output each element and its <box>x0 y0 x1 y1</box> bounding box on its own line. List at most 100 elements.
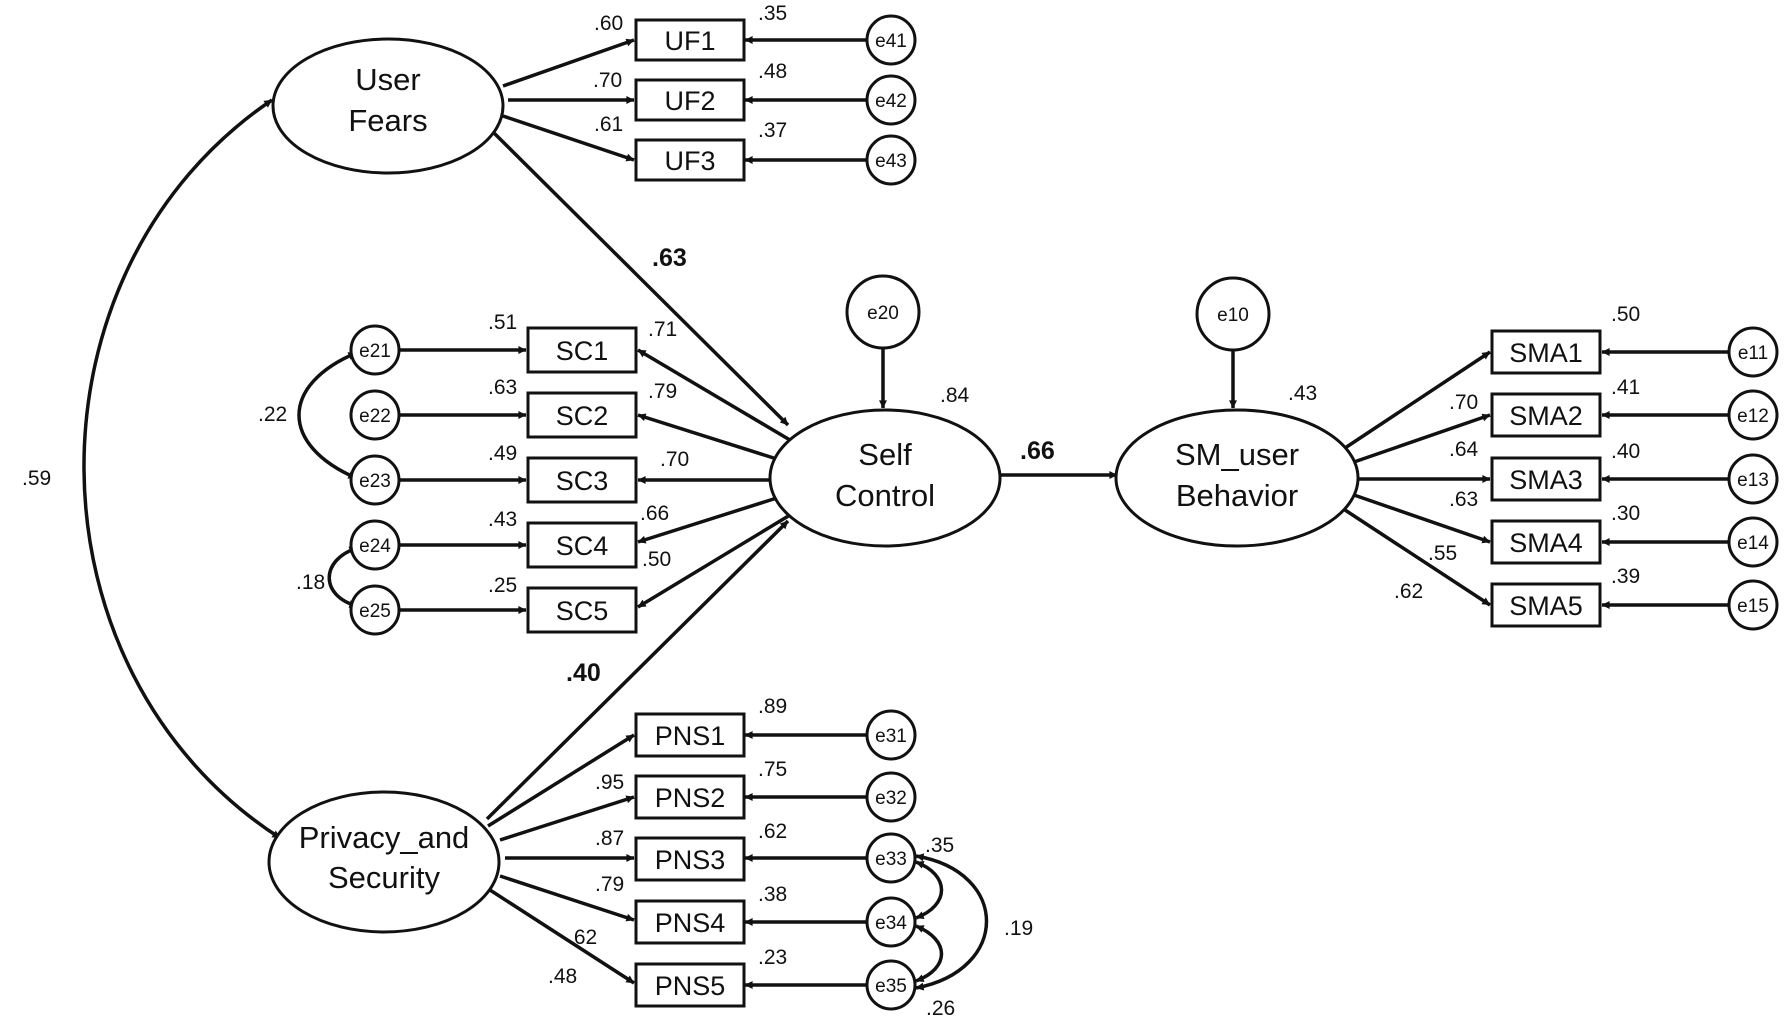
path-sm-to-sma1 <box>1344 350 1491 450</box>
latent-label-line2: Behavior <box>1176 478 1298 513</box>
error-e32: e32 <box>865 771 917 823</box>
error-label: e43 <box>875 151 907 172</box>
coef-r2-self-control: .84 <box>940 384 970 407</box>
path-pns-to-pns5 <box>489 888 635 985</box>
coefficient-labels: .63 .40 .66 .59 .84 .43 .22 .18 .35 .19 … <box>22 2 1640 1020</box>
coef-r2-sma5: .39 <box>1611 565 1640 588</box>
error-label: e21 <box>359 341 391 362</box>
coef-load-uf2: .70 <box>593 69 622 92</box>
coef-cov-e34-e35: .26 <box>926 997 955 1020</box>
error-label: e11 <box>1738 343 1768 364</box>
error-label: e23 <box>359 471 391 492</box>
coef-load-pns3: .87 <box>595 827 624 850</box>
coef-r2-sma1: .50 <box>1611 303 1640 326</box>
coef-r2-sc1: .51 <box>488 311 517 334</box>
indicator-sc5: SC5 <box>526 586 638 634</box>
coef-load-sma3: .64 <box>1449 438 1479 461</box>
error-e21: e21 <box>349 324 401 376</box>
path-sc-to-sc2 <box>637 413 781 462</box>
indicator-sma5: SMA5 <box>1490 582 1602 628</box>
error-e43: e43 <box>865 134 917 186</box>
indicator-label: PNS1 <box>655 721 726 751</box>
error-terms: e41 e42 e43 e20 e10 e21 e22 e23 e24 e25 … <box>349 14 1779 1011</box>
error-e23: e23 <box>349 454 401 506</box>
indicator-label: SMA2 <box>1509 401 1583 431</box>
cov-e21-e23 <box>297 351 357 480</box>
indicator-label: SC4 <box>556 531 609 561</box>
coef-load-sc1: .71 <box>648 318 677 341</box>
coef-sc-sm: .66 <box>1020 437 1055 465</box>
cov-e33-e34 <box>915 860 944 920</box>
latent-privacy-and-security: Privacy_and Security <box>267 790 501 934</box>
coef-r2-sma3: .40 <box>1611 440 1640 463</box>
coef-r2-uf1: .35 <box>758 2 787 25</box>
indicator-pns1: PNS1 <box>634 712 746 758</box>
coef-load-uf3: .61 <box>594 113 623 136</box>
indicator-sc4: SC4 <box>526 521 638 569</box>
latent-self-control: Self Control <box>768 408 1002 548</box>
path-sc-to-sc5 <box>637 510 796 609</box>
coef-load-pns5: .62 <box>568 926 597 949</box>
indicator-uf2: UF2 <box>634 78 746 122</box>
paths <box>82 36 1729 991</box>
indicator-pns4: PNS4 <box>634 899 746 945</box>
indicator-label: PNS2 <box>655 783 726 813</box>
path-pns-to-sc <box>485 519 790 821</box>
error-e42: e42 <box>865 74 917 126</box>
path-uf-to-uf3 <box>502 114 635 162</box>
latent-user-fears: User Fears <box>271 37 505 175</box>
coef-load-sc4: .66 <box>640 502 669 525</box>
error-e13: e13 <box>1727 453 1779 505</box>
latent-label-line2: Control <box>835 478 935 513</box>
error-label: e10 <box>1217 305 1249 326</box>
latent-sm-user-behavior: SM_user Behavior <box>1114 408 1360 548</box>
error-label: e13 <box>1737 470 1769 491</box>
coef-pns-sc: .40 <box>566 659 601 687</box>
indicator-label: SMA4 <box>1509 528 1583 558</box>
indicator-uf1: UF1 <box>634 18 746 62</box>
path-sc-to-sc4 <box>637 495 781 544</box>
coef-r2-sc2: .63 <box>488 376 517 399</box>
coef-load-sc5: .50 <box>642 548 671 571</box>
error-label: e15 <box>1737 596 1769 617</box>
error-e20: e20 <box>845 274 921 350</box>
coef-load-uf1: .60 <box>594 12 623 35</box>
coef-r2-sc5: .25 <box>488 574 517 597</box>
indicator-label: SMA5 <box>1509 591 1583 621</box>
indicator-label: PNS5 <box>655 971 726 1001</box>
error-e33: e33 <box>865 832 917 884</box>
error-e35: e35 <box>865 959 917 1011</box>
coef-r2-sma4: .30 <box>1611 502 1640 525</box>
error-label: e14 <box>1737 533 1769 554</box>
coef-load-sma5: .62 <box>1394 580 1423 603</box>
latent-label-line2: Security <box>328 860 440 895</box>
indicator-pns5: PNS5 <box>634 962 746 1008</box>
coef-uf-pns-covariance: .59 <box>22 467 51 490</box>
error-e15: e15 <box>1727 579 1779 631</box>
coef-load-sma4: .63 <box>1449 488 1478 511</box>
indicators: UF1 UF2 UF3 SC1 SC2 SC3 SC4 SC5 SMA1 SMA… <box>526 18 1602 1008</box>
error-label: e33 <box>875 849 907 870</box>
error-label: e31 <box>875 726 907 747</box>
path-sm-to-sma2 <box>1353 413 1491 464</box>
indicator-sma4: SMA4 <box>1490 519 1602 565</box>
latent-label-line1: Privacy_and <box>299 820 470 855</box>
coef-r2-uf2: .48 <box>758 60 787 83</box>
error-e14: e14 <box>1727 516 1779 568</box>
coef-load-pns2: .95 <box>595 771 624 794</box>
error-e34: e34 <box>865 896 917 948</box>
coef-r2-uf3: .37 <box>758 119 787 142</box>
indicator-label: SMA3 <box>1509 465 1583 495</box>
indicator-label: UF3 <box>664 146 715 176</box>
coef-load-pns4: .79 <box>595 873 624 896</box>
error-label: e34 <box>875 913 907 934</box>
error-e31: e31 <box>865 709 917 761</box>
error-e22: e22 <box>349 389 401 441</box>
coef-r2-sc3: .49 <box>488 442 517 465</box>
error-e12: e12 <box>1727 389 1779 441</box>
coef-r2-pns3: .62 <box>758 820 787 843</box>
coef-cov-e21-e23: .22 <box>258 403 287 426</box>
indicator-sma2: SMA2 <box>1490 392 1602 438</box>
path-sm-to-sma4 <box>1353 493 1491 544</box>
